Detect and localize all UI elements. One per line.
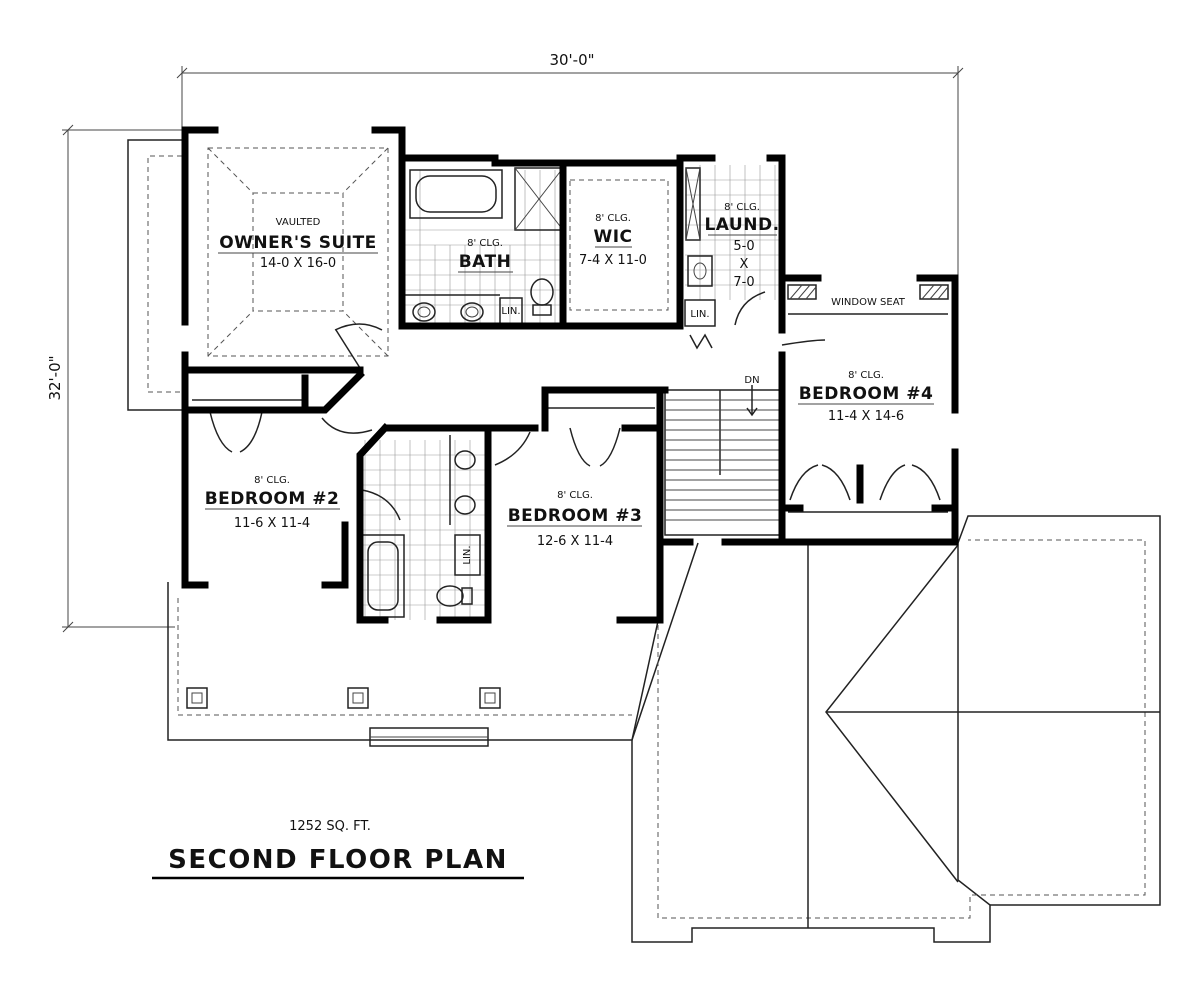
wic-ceiling: 8' CLG.	[595, 213, 631, 224]
wic-name: WIC	[593, 227, 632, 247]
left-bay-roof	[127, 139, 182, 411]
shower	[514, 167, 564, 231]
hall-toilet	[436, 585, 473, 607]
porch-roof	[167, 582, 661, 747]
bedroom4-ceiling: 8' CLG.	[848, 370, 884, 381]
bedroom4-name: BEDROOM #4	[799, 384, 934, 404]
bedroom3-ceiling: 8' CLG.	[557, 490, 593, 501]
window-seat-label: WINDOW SEAT	[831, 297, 906, 308]
bath-linen-label: LIN.	[501, 306, 520, 317]
closet-shelves	[192, 399, 948, 513]
walls	[181, 126, 959, 624]
bedroom3-size: 12-6 X 11-4	[537, 534, 613, 549]
vanity-sinks	[405, 294, 500, 322]
width-dimension	[176, 66, 964, 285]
laundry-ceiling: 8' CLG.	[724, 202, 760, 213]
laundry-linen-label: LIN.	[690, 309, 709, 320]
width-label: 30'-0"	[549, 51, 594, 69]
depth-label: 32'-0"	[46, 355, 64, 400]
hall-linen	[454, 534, 481, 576]
bedroom4-size: 11-4 X 14-6	[828, 409, 904, 424]
bath-name: BATH	[459, 252, 512, 272]
bedroom2-ceiling: 8' CLG.	[254, 475, 290, 486]
hall-linen-label: LIN.	[462, 545, 473, 564]
bedroom2-name: BEDROOM #2	[205, 489, 340, 509]
laundry-linen	[684, 299, 716, 327]
depth-dimension	[62, 124, 190, 633]
bedroom2-size: 11-6 X 11-4	[234, 516, 310, 531]
bedroom3-name: BEDROOM #3	[508, 506, 643, 526]
hall-bath-tile	[360, 440, 488, 620]
wic-shelves	[569, 179, 669, 311]
laundry-appliances	[685, 167, 713, 287]
laundry-name: LAUND.	[704, 215, 779, 235]
wic-size: 7-4 X 11-0	[579, 253, 647, 268]
garage-roof	[631, 515, 1161, 943]
owners-suite-name: OWNER'S SUITE	[219, 233, 377, 253]
laundry-size-x: X	[740, 257, 749, 272]
doors	[209, 291, 941, 521]
stair-down-label: DN	[744, 375, 759, 386]
owners-suite-size: 14-0 X 16-0	[260, 256, 336, 271]
toilet	[530, 278, 554, 316]
laundry-size-width: 5-0	[733, 239, 754, 254]
plan-title: SECOND FLOOR PLAN	[168, 845, 508, 875]
laundry-size-depth: 7-0	[733, 275, 754, 290]
staircase	[664, 385, 781, 536]
bath-ceiling: 8' CLG.	[467, 238, 503, 249]
window-seat	[787, 284, 949, 315]
hall-bath-sinks	[449, 435, 476, 525]
vaulted-ceiling	[207, 147, 389, 357]
bathtub	[409, 169, 503, 219]
owners-suite-note: VAULTED	[276, 217, 321, 228]
area-label: 1252 SQ. FT.	[289, 819, 371, 834]
